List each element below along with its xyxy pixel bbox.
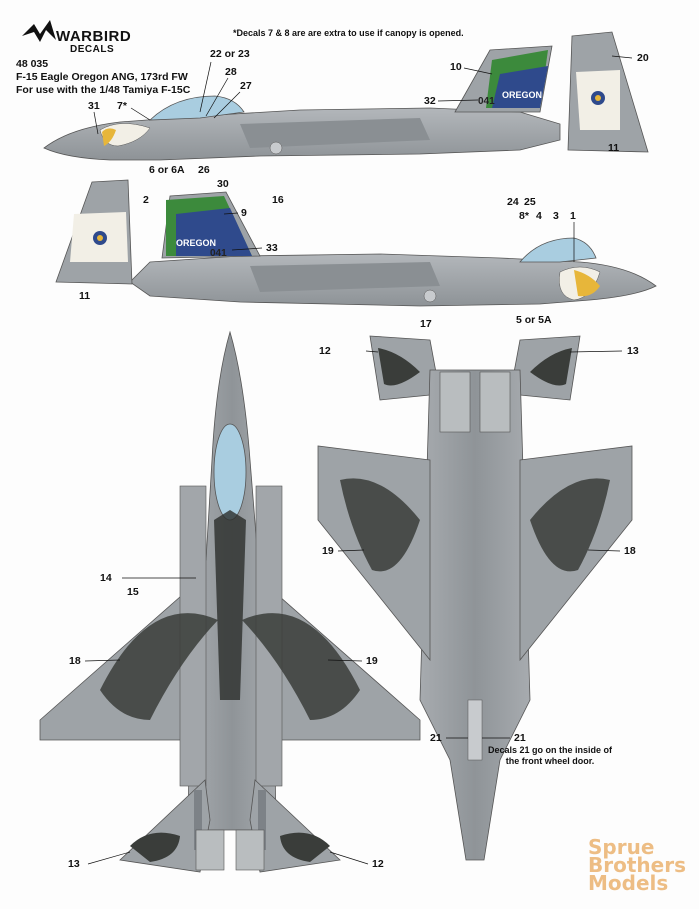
callout-15: 15 [127,586,139,598]
callout-31: 31 [88,100,100,112]
callout-20: 20 [637,52,649,64]
wheel-door-note: Decals 21 go on the inside of the front … [487,745,613,766]
callout-3: 3 [553,210,559,222]
callout-21-left: 21 [430,732,442,744]
callout-26: 26 [198,164,210,176]
side-view-right: OREGON 041 [129,191,657,307]
callout-13-top: 13 [68,858,80,870]
callout-22-23: 22 or 23 [210,48,250,60]
brand-name: WARBIRD [56,28,132,45]
top-view [39,330,421,873]
callout-33: 33 [266,242,278,254]
watermark-line-2: Brothers [588,853,686,877]
callout-4: 4 [536,210,542,222]
sheet-title: F-15 Eagle Oregon ANG, 173rd FW [16,71,188,83]
callout-24: 24 [507,196,519,208]
callout-12-bottom: 12 [319,345,331,357]
callout-2: 2 [143,194,149,206]
watermark-line-1: Sprue [588,835,655,859]
callout-17: 17 [420,318,432,330]
tail-fin-left [55,179,133,285]
callout-21-right: 21 [514,732,526,744]
callout-16: 16 [272,194,284,206]
side-view-left: OREGON 041 [43,45,561,161]
callout-32: 32 [424,95,436,107]
callout-25: 25 [524,196,536,208]
callout-11-left: 11 [79,290,91,302]
callout-11-right: 11 [608,142,620,154]
callout-1: 1 [570,210,576,222]
tail-word-text: OREGON [502,90,542,100]
callout-19-top: 19 [366,655,378,667]
callout-6: 6 or 6A [149,164,185,176]
callout-10: 10 [450,61,462,73]
tail-word-text-2: OREGON [176,238,216,248]
callout-19-bottom: 19 [322,545,334,557]
callout-30: 30 [217,178,229,190]
callout-8: 8* [519,210,529,222]
tail-fin-right [567,31,649,153]
sheet-code: 48 035 [16,58,49,70]
callout-5: 5 or 5A [516,314,552,326]
brand-sub: DECALS [70,44,115,55]
callout-28: 28 [225,66,237,78]
sprue-brothers-watermark: Sprue Brothers Models [588,835,686,895]
callout-12-top: 12 [372,858,384,870]
callout-14: 14 [100,572,112,584]
bottom-view [317,335,633,861]
warbird-logo-icon [22,20,56,42]
callout-9: 9 [241,207,247,219]
sheet-subtitle: For use with the 1/48 Tamiya F-15C [16,84,191,96]
callout-7: 7* [117,100,127,112]
callout-13-bottom: 13 [627,345,639,357]
watermark-line-3: Models [588,871,669,895]
callout-18-bottom: 18 [624,545,636,557]
callout-lines [84,55,633,865]
tail-serial-top: 041 [478,96,495,107]
canopy-note: *Decals 7 & 8 are are extra to use if ca… [233,28,464,38]
callout-27: 27 [240,80,252,92]
tail-serial-bottom: 041 [210,248,227,259]
callout-18-top: 18 [69,655,81,667]
